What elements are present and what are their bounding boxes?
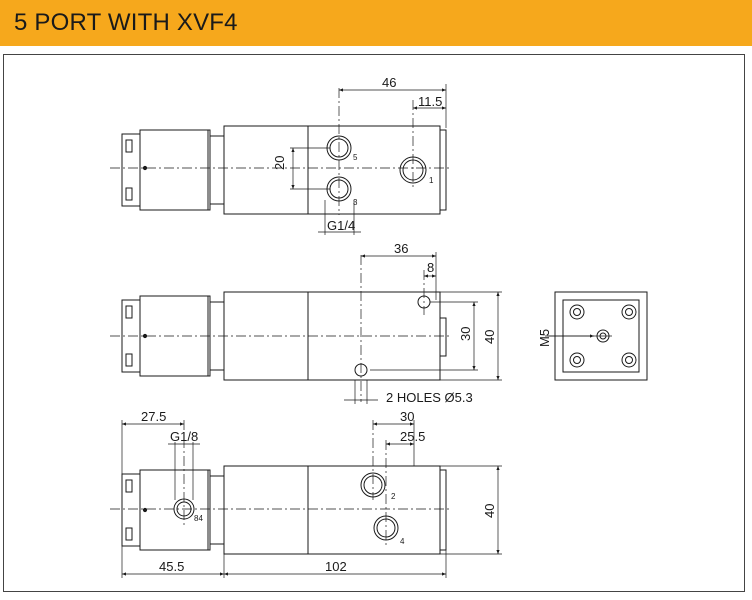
port-5-label: 5 (353, 153, 358, 162)
bot-coil-cap (121, 473, 141, 547)
mid-coil-slot (125, 353, 133, 367)
top-view (110, 84, 450, 235)
port-4-label: 4 (400, 537, 405, 546)
top-coil-slot (125, 139, 133, 153)
port-84-label: 84 (194, 514, 203, 523)
bot-valve-body (223, 465, 441, 555)
dim-30-bottom-label: 30 (400, 409, 414, 424)
dim-40-label: 40 (482, 330, 497, 344)
dim-27-5-label: 27.5 (141, 409, 166, 424)
drawing-frame (3, 54, 745, 592)
top-coil-neck (209, 135, 225, 205)
dim-46-label: 46 (382, 75, 396, 90)
middle-view (110, 252, 502, 404)
end-bolt (569, 352, 585, 368)
holes-label: 2 HOLES Ø5.3 (386, 390, 473, 405)
thread-m5-label: M5 (537, 329, 552, 347)
top-coil-slot (125, 187, 133, 201)
page-title: 5 PORT WITH XVF4 (14, 9, 238, 36)
bot-coil-neck (209, 475, 225, 545)
end-bolt (569, 304, 585, 320)
thread-g14-label: G1/4 (327, 218, 355, 233)
bot-coil-slot (125, 527, 133, 541)
bottom-view (110, 420, 502, 578)
mid-coil-slot (125, 305, 133, 319)
dim-45-5-label: 45.5 (159, 559, 184, 574)
dim-102-label: 102 (325, 559, 347, 574)
mid-end-cap (439, 317, 447, 357)
top-end-cap (439, 129, 447, 211)
dim-25-5-label: 25.5 (400, 429, 425, 444)
top-valve-body (223, 125, 441, 215)
bot-end-cap (439, 469, 447, 551)
top-coil-cap (121, 133, 141, 207)
dim-36-label: 36 (394, 241, 408, 256)
bot-coil-slot (125, 479, 133, 493)
port-2-label: 2 (391, 492, 396, 501)
header-bar: 5 PORT WITH XVF4 (0, 0, 752, 46)
port-3-label: 3 (353, 198, 358, 207)
end-view (545, 291, 648, 381)
port-1-label: 1 (429, 176, 434, 185)
end-bolt (621, 352, 637, 368)
dim-40-bottom-label: 40 (482, 504, 497, 518)
dim-8-label: 8 (427, 260, 434, 275)
thread-g18-label: G1/8 (170, 429, 198, 444)
end-bolt (621, 304, 637, 320)
dim-11-5-label: 11.5 (418, 94, 442, 109)
dim-20-label: 20 (272, 156, 287, 170)
dim-30-label: 30 (458, 327, 473, 341)
top-coil-body (139, 129, 211, 211)
